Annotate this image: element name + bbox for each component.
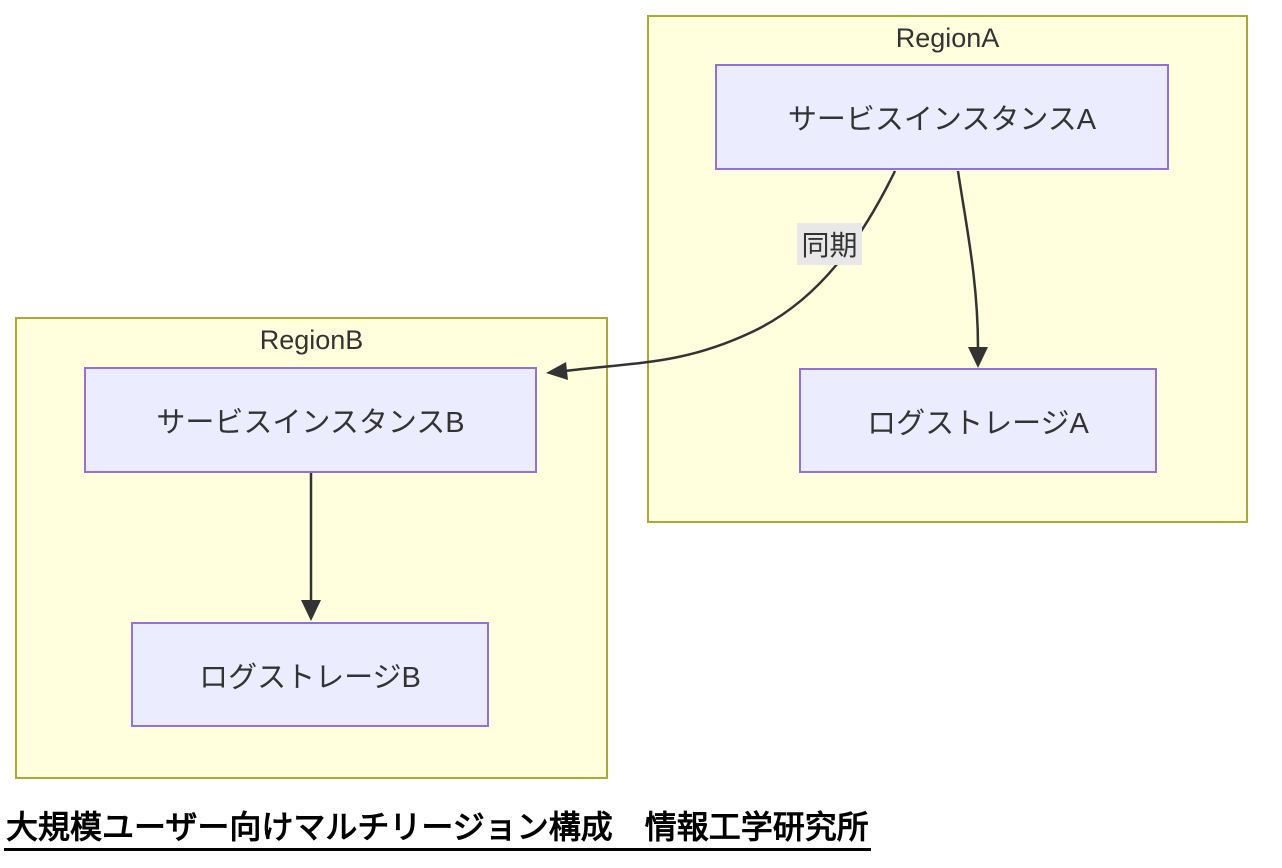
cluster-region-a-label: RegionA xyxy=(895,23,1000,53)
node-service-instance-b: サービスインスタンスB xyxy=(84,367,537,473)
node-log-storage-b: ログストレージB xyxy=(131,622,489,727)
diagram-caption: 大規模ユーザー向けマルチリージョン構成 情報工学研究所 xyxy=(4,808,871,851)
node-service-instance-a: サービスインスタンスA xyxy=(715,64,1169,170)
node-log-storage-a: ログストレージA xyxy=(799,368,1157,473)
edge-label-sync: 同期 xyxy=(797,223,862,265)
cluster-region-b-label: RegionB xyxy=(259,325,364,355)
